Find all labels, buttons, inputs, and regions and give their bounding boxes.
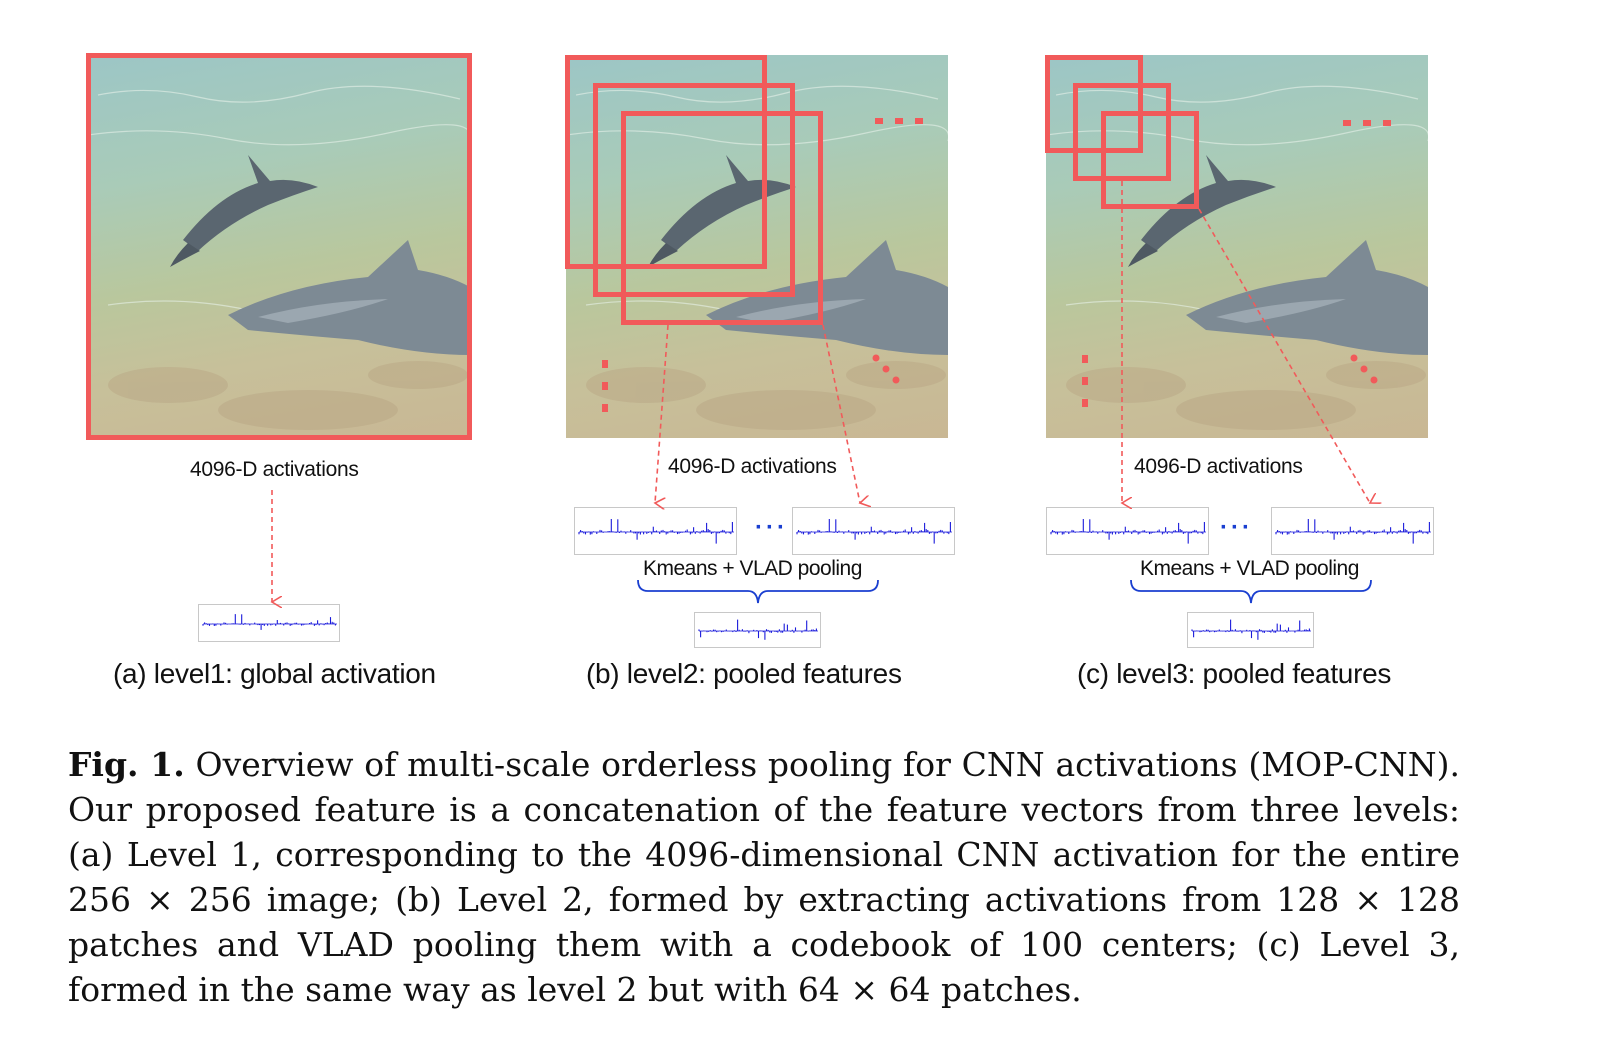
feature-vector-b1 xyxy=(574,507,737,555)
subcaption-b: (b) level2: pooled features xyxy=(586,658,902,689)
sand-patches xyxy=(1066,361,1426,430)
activation-label-a: 4096-D activations xyxy=(190,458,359,481)
dolphin-large xyxy=(1186,240,1428,355)
more-patches-dots-c xyxy=(1082,120,1391,407)
global-box xyxy=(86,53,472,440)
patch-box-b3 xyxy=(621,111,823,325)
dolphin-photo-level2 xyxy=(566,55,948,438)
patch-box-b2 xyxy=(593,83,795,297)
dolphin-small xyxy=(170,155,318,267)
sand-patches xyxy=(108,361,468,430)
patch-box-c3 xyxy=(1101,111,1199,209)
feature-vector-c2 xyxy=(1271,507,1434,555)
subcaption-c: (c) level3: pooled features xyxy=(1077,658,1392,689)
activation-label-c: 4096-D activations xyxy=(1134,455,1303,478)
brace-c xyxy=(1130,579,1372,604)
pooling-label-b: Kmeans + VLAD pooling xyxy=(643,557,862,580)
dolphin-photo-level3 xyxy=(1046,55,1428,438)
feature-vector-a xyxy=(198,604,340,642)
arrow-b2 xyxy=(822,324,860,503)
subcaption-a: (a) level1: global activation xyxy=(113,658,436,689)
figure: 4096-D activations (a) level1: global ac… xyxy=(0,53,1434,760)
feature-vector-c1 xyxy=(1046,507,1209,555)
dolphin-large xyxy=(228,240,470,355)
arrow-c2 xyxy=(1198,208,1370,503)
feature-vector-b2 xyxy=(792,507,955,555)
patch-box-c1 xyxy=(1045,55,1143,153)
brace-b xyxy=(637,579,879,604)
caption-label: Fig. 1. xyxy=(68,745,185,784)
pooled-vector-b xyxy=(694,612,821,648)
sand-patches xyxy=(586,361,946,430)
caption-text: Overview of multi-scale orderless poolin… xyxy=(68,745,1461,1009)
connector-overlay xyxy=(0,118,1391,760)
activation-label-b: 4096-D activations xyxy=(668,455,837,478)
pooled-vector-c xyxy=(1187,612,1314,648)
more-patches-dots-b xyxy=(602,118,923,412)
dolphin-small xyxy=(1128,155,1276,267)
patch-box-b1 xyxy=(565,55,767,269)
dolphin-photo-level1 xyxy=(88,55,470,438)
dolphin-large xyxy=(706,240,948,355)
figure-caption: Fig. 1. Overview of multi-scale orderles… xyxy=(68,742,1460,1012)
ellipsis-c: ··· xyxy=(1220,514,1253,541)
dolphin-small xyxy=(648,155,796,267)
patch-box-c2 xyxy=(1073,83,1171,181)
arrow-b1 xyxy=(655,324,669,503)
ellipsis-b: ··· xyxy=(755,514,788,541)
pooling-label-c: Kmeans + VLAD pooling xyxy=(1140,557,1359,580)
